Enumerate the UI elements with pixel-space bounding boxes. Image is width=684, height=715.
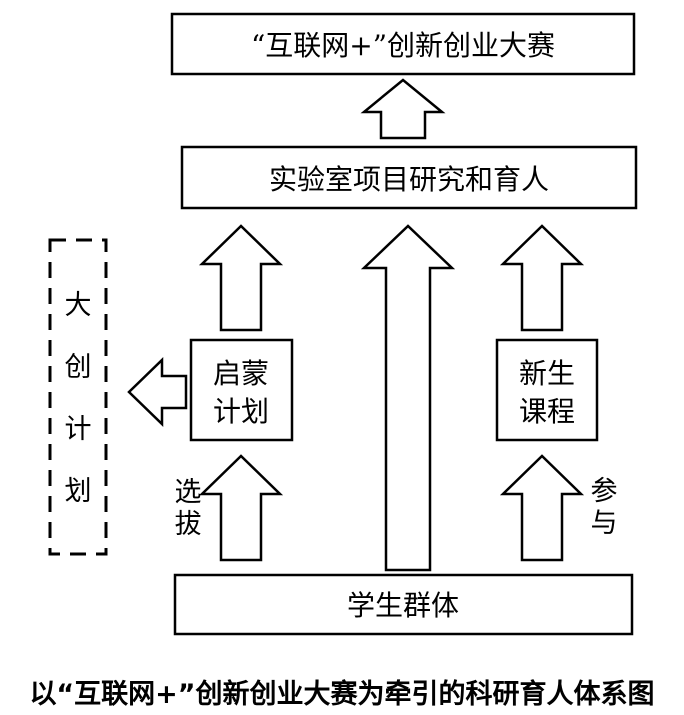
- innovation-plan-box: [48, 238, 108, 556]
- enlighten-plan-label-line2: 计划: [213, 395, 269, 428]
- arrow-students-to-freshman: [499, 454, 585, 562]
- select-label-char-1: 选: [175, 477, 202, 508]
- lab-research-box: [180, 145, 638, 210]
- figure-caption: 以“互联网+”创新创业大赛为牵引的科研育人体系图: [29, 679, 655, 710]
- innovation-plan-char-3: 计: [65, 414, 92, 445]
- freshman-course-label-line1: 新生: [519, 357, 575, 390]
- enlighten-plan-box: [189, 338, 294, 442]
- freshman-course-box: [495, 338, 599, 442]
- arrow-students-to-enlighten: [198, 454, 284, 562]
- innovation-plan-char-1: 大: [65, 290, 92, 321]
- select-label-char-2: 拔: [175, 509, 202, 540]
- competition-label: “互联网+”创新创业大赛: [251, 29, 555, 62]
- arrow-students-to-lab: [360, 224, 456, 572]
- student-body-box: [173, 573, 634, 636]
- arrow-lab-to-competition: [360, 78, 446, 140]
- arrow-enlighten-to-lab: [198, 224, 284, 332]
- enlighten-plan-label-line1: 启蒙: [213, 357, 269, 390]
- innovation-plan-char-2: 创: [65, 352, 92, 383]
- participate-label-char-1: 参: [591, 476, 618, 507]
- arrow-enlighten-to-innovation-plan: [127, 357, 188, 427]
- competition-box: [170, 12, 636, 76]
- arrow-freshman-to-lab: [499, 224, 585, 332]
- freshman-course-label-line2: 课程: [519, 395, 575, 428]
- lab-research-label: 实验室项目研究和育人: [269, 163, 549, 196]
- participate-label-char-2: 与: [591, 508, 618, 539]
- student-body-label: 学生群体: [347, 589, 459, 622]
- innovation-plan-char-4: 划: [65, 476, 92, 507]
